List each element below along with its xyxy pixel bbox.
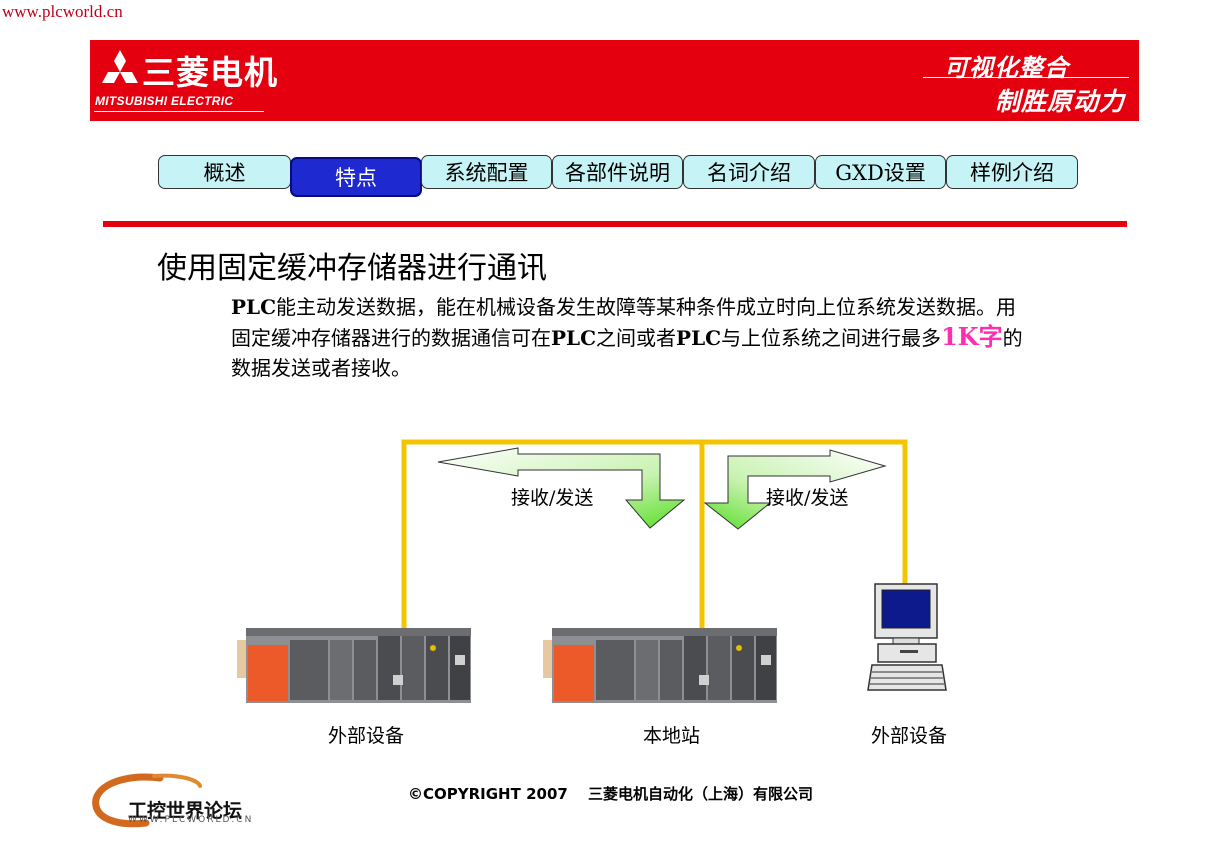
tab-gxd-settings[interactable]: GXD设置 bbox=[815, 155, 946, 189]
device-label-right: 外部设备 bbox=[871, 725, 948, 747]
tab-system-config[interactable]: 系统配置 bbox=[421, 155, 552, 189]
slogan-line-2: 制胜原动力 bbox=[994, 87, 1125, 116]
header-banner: 三菱电机 MITSUBISHI ELECTRIC 可视化整合 制胜原动力 bbox=[90, 40, 1139, 121]
description-paragraph: PLC能主动发送数据，能在机械设备发生故障等某种条件成立时向上位系统发送数据。用… bbox=[231, 292, 1031, 383]
device-label-center: 本地站 bbox=[643, 725, 701, 747]
copyright-text: ©COPYRIGHT 2007 三菱电机自动化（上海）有限公司 bbox=[408, 785, 814, 803]
section-divider bbox=[103, 221, 1127, 227]
para-text: 能主动发送数据，能在机械设备发生故障等某种条件成立时向上位系统发送数据。用固定缓… bbox=[231, 295, 1017, 350]
forum-logo-icon bbox=[92, 773, 202, 828]
brand-underline bbox=[94, 111, 264, 112]
forum-name[interactable]: 工控世界论坛 bbox=[128, 800, 243, 822]
para-highlight: 1K字 bbox=[941, 322, 1003, 351]
slogan-divider bbox=[923, 77, 1129, 78]
plc-rack-local-station bbox=[543, 628, 777, 703]
plc-rack-external bbox=[237, 628, 471, 703]
page-title: 使用固定缓冲存储器进行通讯 bbox=[157, 251, 547, 286]
site-url[interactable]: www.plcworld.cn bbox=[2, 2, 123, 21]
para-plc: PLC bbox=[551, 326, 597, 350]
para-text: 与上位系统之间进行最多 bbox=[721, 326, 942, 350]
tab-features[interactable]: 特点 bbox=[290, 157, 422, 197]
tab-glossary[interactable]: 名词介绍 bbox=[683, 155, 815, 189]
para-plc: PLC bbox=[231, 295, 277, 319]
para-text: 的数据发送或者接收。 bbox=[231, 326, 1023, 380]
device-label-left: 外部设备 bbox=[328, 725, 405, 747]
para-plc: PLC bbox=[676, 326, 722, 350]
arrow-label-right: 接收/发送 bbox=[766, 487, 849, 509]
forum-url[interactable]: WWW.PLCWORLD.CN bbox=[128, 815, 254, 825]
para-text: 之间或者 bbox=[596, 326, 677, 350]
mitsubishi-logo-icon bbox=[102, 50, 138, 83]
arrow-right bbox=[703, 449, 887, 530]
tab-components[interactable]: 各部件说明 bbox=[552, 155, 683, 189]
network-cables bbox=[401, 439, 908, 628]
computer-icon bbox=[867, 583, 947, 691]
brand-name-cn: 三菱电机 bbox=[142, 53, 278, 92]
tab-examples[interactable]: 样例介绍 bbox=[946, 155, 1078, 189]
brand-name-en: MITSUBISHI ELECTRIC bbox=[95, 94, 234, 108]
arrow-left bbox=[437, 447, 686, 529]
arrow-label-left: 接收/发送 bbox=[511, 487, 594, 509]
